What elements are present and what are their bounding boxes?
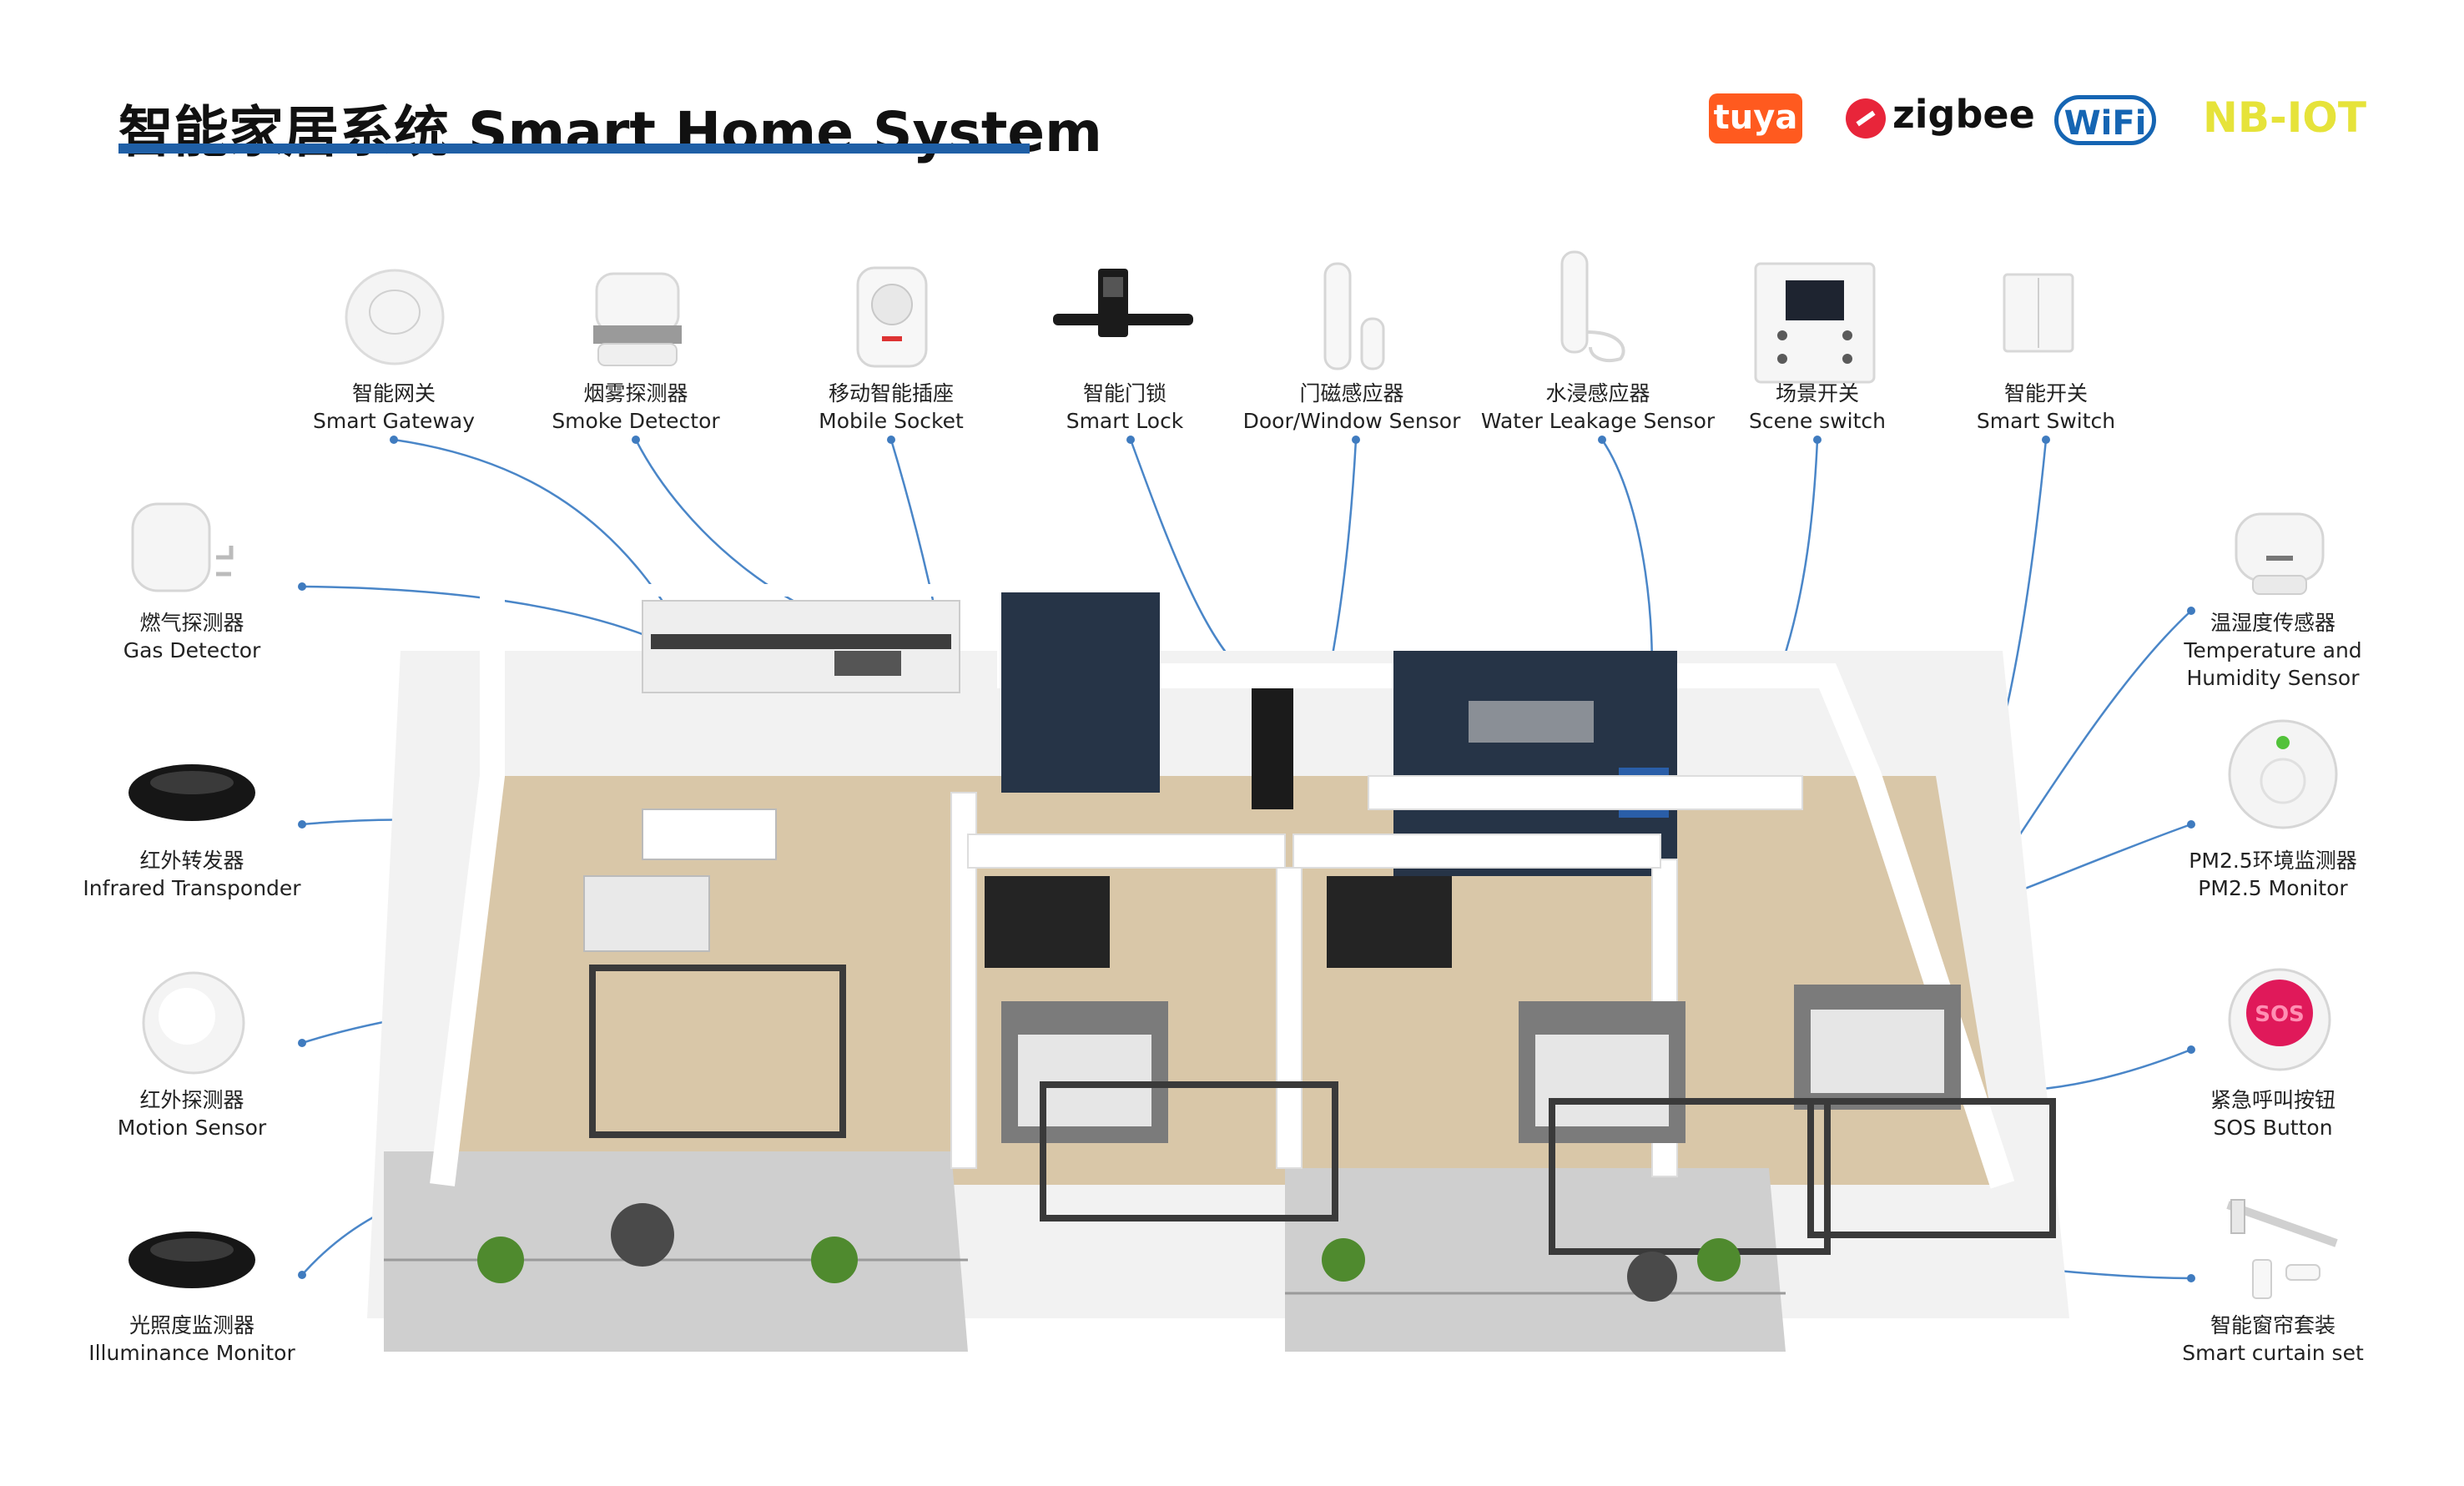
wifi-logo: WiFi [2054, 95, 2156, 145]
floor-plan [367, 584, 2069, 1352]
sofa [583, 875, 710, 952]
dining-table [642, 808, 777, 860]
switch-icon [2003, 273, 2074, 353]
lock-icon [1053, 269, 1193, 337]
entry-door [1252, 688, 1293, 809]
temp-humidity-icon [2235, 512, 2325, 595]
page-title: 智能家居系统 Smart Home System [118, 100, 1102, 164]
scene-switch-icon [1754, 262, 1876, 384]
glass-door-bedroom-1 [1040, 1081, 1338, 1222]
sos-text: SOS [2255, 1002, 2305, 1027]
zigbee-icon [1846, 98, 1886, 139]
glass-door-living [589, 965, 846, 1138]
sos-icon: SOS [2228, 968, 2331, 1071]
glass-door-bedroom-3 [1807, 1098, 2056, 1238]
balcony-left [384, 1151, 968, 1352]
balcony-table [611, 1203, 674, 1267]
gateway-icon [345, 269, 445, 365]
water-sensor-icon [1560, 250, 1625, 363]
smoke-detector-icon [593, 272, 682, 366]
balcony-right [1285, 1168, 1786, 1352]
ir-transponder-icon [128, 764, 255, 821]
gas-detector-icon [131, 502, 234, 592]
title-underline [118, 144, 1030, 154]
illuminance-icon [128, 1232, 255, 1288]
tuya-logo: tuya [1709, 93, 1802, 144]
zigbee-logo: zigbee [1892, 92, 2035, 137]
door-sensor-icon [1323, 262, 1385, 370]
pm25-icon [2228, 719, 2338, 829]
wardrobe-2 [1327, 876, 1452, 968]
motion-sensor-icon [142, 971, 245, 1075]
glass-door-bedroom-2 [1549, 1098, 1831, 1255]
curtain-icon [2226, 1199, 2338, 1299]
socket-icon [856, 266, 928, 368]
bathroom-1 [1001, 592, 1160, 793]
wardrobe-1 [985, 876, 1110, 968]
nbiot-logo: NB-IOT [2203, 93, 2366, 142]
